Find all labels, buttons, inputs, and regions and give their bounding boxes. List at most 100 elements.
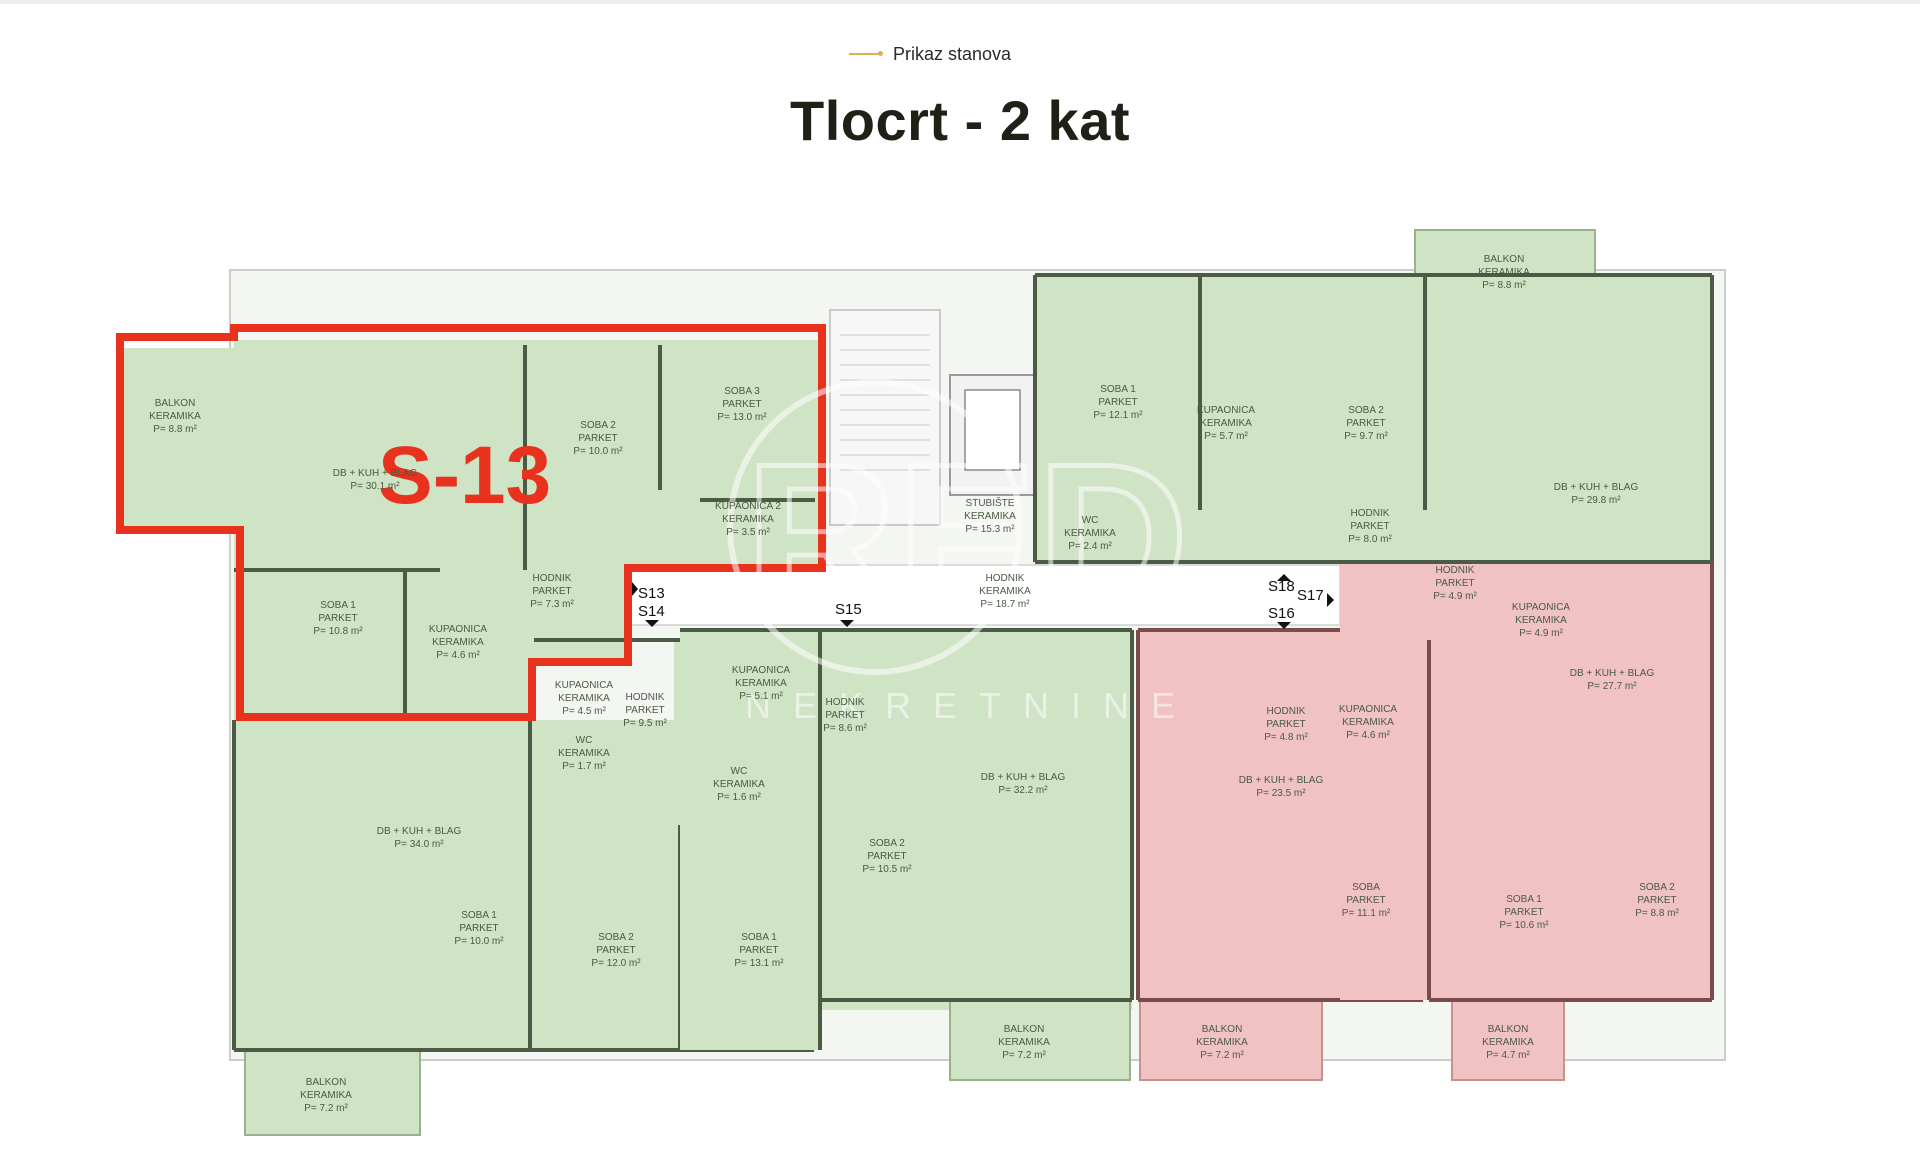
watermark-sub: NEKRETNINE <box>745 685 1197 726</box>
apartment-s17[interactable] <box>1340 560 1714 1081</box>
arrow-down-icon <box>645 620 659 627</box>
floor-plan-svg: S-13 RED NEKRETNINE S13 S14 S15 S18 S17 … <box>116 229 1726 1136</box>
tag-s17: S17 <box>1297 587 1324 604</box>
tag-s15: S15 <box>835 601 862 618</box>
top-divider <box>0 0 1920 4</box>
tag-s16: S16 <box>1268 605 1295 622</box>
core-area <box>619 309 1341 626</box>
arrow-down-icon <box>840 620 854 627</box>
eyebrow-label: Prikaz stanova <box>892 43 1012 64</box>
watermark-ring <box>727 379 1023 675</box>
tag-s14: S14 <box>638 603 665 620</box>
watermark: RED NEKRETNINE <box>727 379 1197 726</box>
highlight-outline <box>116 324 826 721</box>
apartment-s18[interactable] <box>1033 229 1714 564</box>
watermark-letters: RED <box>745 420 1188 655</box>
apartment-s15[interactable] <box>680 628 1134 1081</box>
tag-s18: S18 <box>1268 578 1295 595</box>
entrance-tags: S13 S14 S15 S18 S17 S16 <box>632 574 1334 629</box>
arrow-down-icon <box>1277 622 1291 629</box>
arrow-left-icon <box>632 582 638 596</box>
floor-plan: S-13 RED NEKRETNINE S13 S14 S15 S18 S17 … <box>0 200 1920 1167</box>
apartment-s13[interactable] <box>122 340 822 720</box>
apartment-highlight-label: S-13 <box>378 430 551 521</box>
